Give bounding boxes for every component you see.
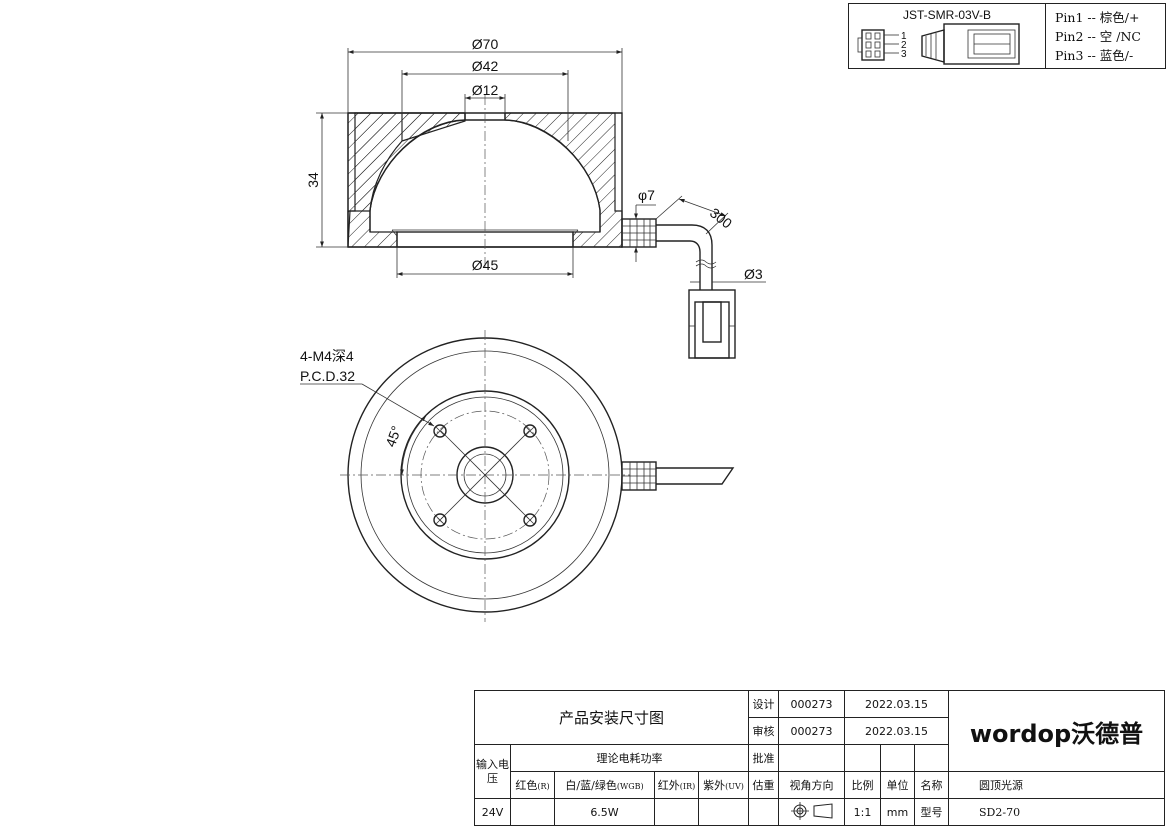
- connector-pinout-drawing: 1 2 3: [857, 23, 1020, 65]
- scale-label: 比例: [844, 771, 881, 799]
- drawing-title: 产品安装尺寸图: [474, 690, 749, 745]
- approve-label: 批准: [748, 744, 779, 772]
- pin3-label: Pin3 -- 蓝色/-: [1055, 48, 1134, 63]
- hole-pcd-note: P.C.D.32: [300, 368, 355, 384]
- connector-plug: [688, 289, 736, 359]
- pin-number-1: 1: [901, 31, 907, 42]
- red-sub: (R): [537, 782, 550, 791]
- housing-section-right: [504, 112, 623, 248]
- unit-label: 单位: [880, 771, 915, 799]
- model-label: 型号: [914, 798, 949, 826]
- mounting-holes: [433, 424, 537, 527]
- uv-column: 紫外(UV): [698, 771, 749, 799]
- pin-number-2: 2: [901, 40, 907, 51]
- review-id: 000273: [778, 717, 845, 745]
- connector-spec-box: JST-SMR-03V-B Pin1 -- 棕色/+ Pin2 -- 空 /NC…: [848, 3, 1166, 69]
- title-block: 产品安装尺寸图 设计 000273 2022.03.15 wordop沃德普 审…: [474, 690, 1165, 826]
- voltage-value: 24V: [474, 798, 511, 826]
- wbg-column: 白/蓝/绿色(WGB): [554, 771, 655, 799]
- dim-cable-dia: φ7: [638, 187, 655, 203]
- ir-column: 红外(IR): [654, 771, 699, 799]
- uv-label: 紫外: [703, 779, 726, 792]
- power-label: 理论电耗功率: [510, 744, 749, 772]
- dim-height: 34: [305, 172, 321, 188]
- dim-cable-length: 300: [707, 205, 735, 232]
- red-column: 红色(R): [510, 771, 555, 799]
- dim-angle: 45°: [382, 424, 404, 449]
- input-voltage-label: 输入电压: [474, 744, 511, 799]
- design-date: 2022.03.15: [844, 690, 949, 718]
- uv-sub: (UV): [725, 782, 744, 791]
- dim-d12: Ø12: [472, 82, 499, 98]
- model-value: SD2-70: [948, 798, 1165, 826]
- wbg-label: 白/蓝/绿色: [565, 779, 617, 792]
- design-id: 000273: [778, 690, 845, 718]
- ir-sub: (IR): [679, 782, 696, 791]
- dim-d45: Ø45: [472, 257, 499, 273]
- red-label: 红色: [515, 779, 538, 792]
- design-label: 设计: [748, 690, 779, 718]
- company-logo: wordop沃德普: [948, 690, 1165, 772]
- review-date: 2022.03.15: [844, 717, 949, 745]
- wbg-sub: (WGB): [616, 782, 644, 791]
- dim-wire-dia: Ø3: [744, 266, 763, 282]
- dim-d42: Ø42: [472, 58, 499, 74]
- weight-label: 估重: [748, 771, 779, 799]
- front-view: 45° 4-M4深4 P.C.D.32: [300, 330, 735, 622]
- review-label: 审核: [748, 717, 779, 745]
- unit-value: mm: [880, 798, 915, 826]
- hole-thread-note: 4-M4深4: [300, 348, 354, 364]
- power-value: 6.5W: [554, 798, 655, 826]
- projection-symbol: [778, 798, 845, 826]
- housing-section: [347, 112, 466, 248]
- product-name: 圆顶光源: [948, 771, 1165, 799]
- connector-model: JST-SMR-03V-B: [902, 8, 992, 22]
- side-section-view: Ø70 Ø42 Ø12 34 Ø45 φ7: [305, 36, 766, 359]
- name-label: 名称: [914, 771, 949, 799]
- pin-number-3: 3: [901, 49, 907, 60]
- connector-divider: [1045, 4, 1046, 68]
- pin1-label: Pin1 -- 棕色/+: [1055, 10, 1140, 25]
- ir-label: 红外: [657, 779, 680, 792]
- pin2-label: Pin2 -- 空 /NC: [1055, 29, 1141, 44]
- dim-d70: Ø70: [472, 36, 499, 52]
- pin-list: Pin1 -- 棕色/+ Pin2 -- 空 /NC Pin3 -- 蓝色/-: [1055, 8, 1141, 65]
- view-label: 视角方向: [778, 771, 845, 799]
- scale-value: 1:1: [844, 798, 881, 826]
- projection-symbol-icon: [790, 801, 832, 820]
